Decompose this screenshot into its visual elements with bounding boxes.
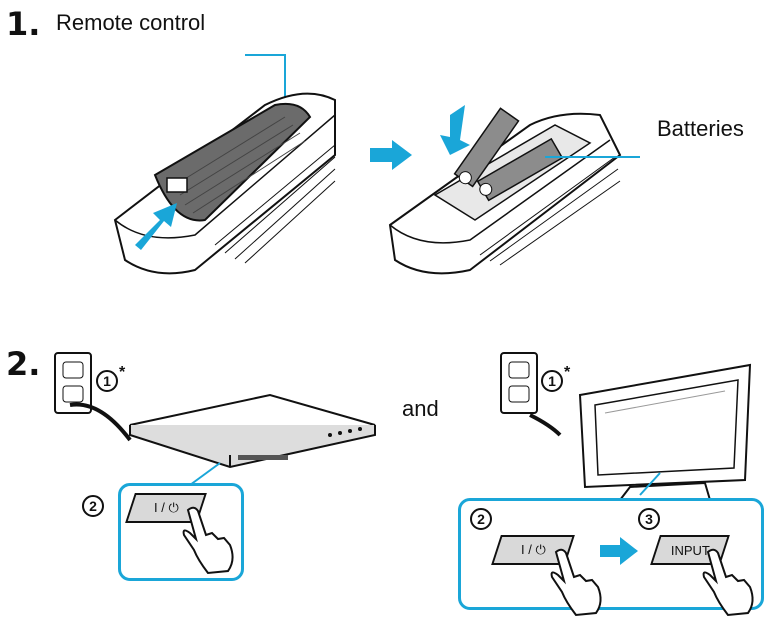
right-arrow-icon-2: [600, 537, 638, 565]
asterisk-tv: *: [564, 364, 571, 381]
player-illustration: [69, 393, 376, 486]
and-label: and: [402, 396, 439, 421]
step-marker-2-tv: 2: [470, 508, 492, 530]
tv-detail-box: [458, 498, 764, 610]
step-marker-3: 3: [638, 508, 660, 530]
remote-cover-illustration: [113, 54, 336, 275]
hand-pointer-icon-3: [702, 548, 754, 617]
step-1-title: Remote control: [56, 10, 206, 35]
wall-outlet-icon-tv: [500, 352, 538, 414]
hand-pointer-icon: [182, 506, 234, 575]
tv-illustration: [529, 363, 752, 501]
wall-outlet-icon: [54, 352, 92, 414]
batteries-label: Batteries: [657, 116, 744, 141]
step-marker-1-tv: 1: [541, 370, 563, 392]
remote-batteries-illustration: [388, 105, 640, 275]
power-detail-box: [118, 483, 244, 581]
tv-power-button-label: I / ⏻: [520, 542, 546, 557]
hand-pointer-icon-2: [550, 548, 602, 617]
step-marker-2: 2: [82, 495, 104, 517]
power-button-label: I / ⏻: [153, 500, 179, 515]
step-marker-1: 1: [96, 370, 118, 392]
asterisk: *: [119, 364, 126, 381]
step-1-number: 1.: [6, 5, 41, 43]
right-arrow-icon: [370, 140, 412, 170]
step-2-number: 2.: [6, 345, 41, 383]
